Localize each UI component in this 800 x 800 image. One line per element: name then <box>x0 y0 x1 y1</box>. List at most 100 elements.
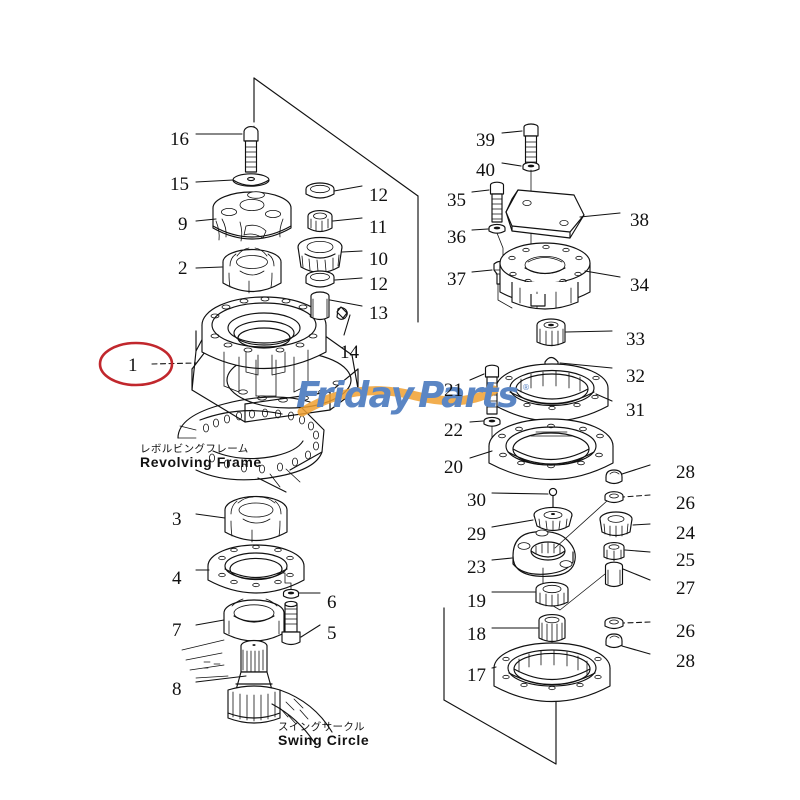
callout-number-9: 9 <box>178 214 188 235</box>
callout-number-25: 25 <box>676 550 695 571</box>
callout-number-37: 37 <box>447 269 466 290</box>
leader-12-upper <box>333 185 363 192</box>
part-1-swing-machinery-housing <box>191 296 359 423</box>
leader-17 <box>491 666 497 669</box>
part-2-bearing-cage <box>222 247 282 294</box>
leader-37 <box>471 269 493 273</box>
part-21-bolt-long <box>484 364 500 415</box>
callout-number-16: 16 <box>170 129 189 150</box>
group-label-swing-circle: スイングサークル Swing Circle <box>278 721 370 749</box>
part-15-cover-cap <box>232 173 270 187</box>
callout-number-10: 10 <box>369 249 388 270</box>
part-16-bolt <box>243 126 259 173</box>
callout-number-36: 36 <box>447 227 466 248</box>
leader-15 <box>195 179 234 183</box>
bracket-bottom-right <box>443 607 557 765</box>
callout-number-39: 39 <box>476 130 495 151</box>
leader-1 <box>151 362 197 365</box>
callout-number-35: 35 <box>447 190 466 211</box>
callout-number-26: 26 <box>676 621 695 642</box>
callout-number-29: 29 <box>467 524 486 545</box>
part-18-needle-bearing <box>538 614 566 643</box>
leader-5 <box>300 624 321 638</box>
leader-23-to-24 <box>554 499 609 549</box>
callout-number-3: 3 <box>172 509 182 530</box>
callout-number-27: 27 <box>676 578 695 599</box>
leader-36 <box>471 228 489 231</box>
leader-27 <box>622 568 651 581</box>
part-31-ring-gear-upper <box>495 363 609 422</box>
callout-number-30: 30 <box>467 490 486 511</box>
callout-number-5: 5 <box>327 623 337 644</box>
part-22-washer <box>483 416 501 427</box>
callout-number-6: 6 <box>327 592 337 613</box>
callout-number-19: 19 <box>467 591 486 612</box>
leader-24 <box>632 523 651 526</box>
leader-23 <box>491 557 513 561</box>
part-36-washer <box>488 223 506 234</box>
part-34-motor-case <box>499 242 591 310</box>
leader-40 <box>501 162 522 167</box>
part-13-spacer-sleeve <box>310 291 330 321</box>
part-14-pin <box>336 306 348 320</box>
callout-number-11: 11 <box>369 217 388 238</box>
callout-number-34: 34 <box>630 275 649 296</box>
swing-circle-hatching <box>181 639 333 743</box>
callout-number-15: 15 <box>170 174 189 195</box>
callout-number-40: 40 <box>476 160 495 181</box>
leader-3 <box>195 513 226 519</box>
part-17-ring-gear-lower <box>493 642 611 703</box>
callout-number-18: 18 <box>467 624 486 645</box>
leader-6-to-4 <box>277 572 292 590</box>
leader-38 <box>579 212 621 218</box>
part-6-washer <box>282 588 300 599</box>
leader-2 <box>195 266 223 269</box>
leader-34 <box>584 270 621 278</box>
leader-39 <box>501 130 523 134</box>
leader-29 <box>491 519 534 528</box>
callout-number-17: 17 <box>467 665 486 686</box>
part-29-sun-gear <box>533 506 573 532</box>
callout-number-2: 2 <box>178 258 188 279</box>
leader-26-upper <box>622 494 651 498</box>
leader-35 <box>471 189 490 193</box>
callout-number-13: 13 <box>369 303 388 324</box>
revolving-frame-jp-text: レボルビングフレーム <box>140 443 249 455</box>
part-28-snap-ring-upper <box>605 469 623 485</box>
leader-22 <box>469 420 484 423</box>
part-12-shim-ring-lower <box>305 270 335 288</box>
part-39-bolt <box>523 123 539 167</box>
callout-number-8: 8 <box>172 679 182 700</box>
callout-number-28: 28 <box>676 651 695 672</box>
callout-number-24: 24 <box>676 523 695 544</box>
callout-number-20: 20 <box>444 457 463 478</box>
leader-31 <box>595 393 613 402</box>
leader-21 <box>469 373 485 381</box>
leader-13 <box>329 299 363 307</box>
part-11-bearing-inner-race <box>307 210 333 233</box>
part-7-collar-ring <box>223 598 285 642</box>
part-38-cover-plate <box>505 189 585 239</box>
part-5-bolt <box>281 600 301 646</box>
part-9-carrier-plate <box>212 191 292 242</box>
part-25-spacer <box>603 542 625 562</box>
part-4-flanged-ring-plate <box>207 544 305 594</box>
part-10-tapered-roller-bearing <box>297 236 343 274</box>
part-3-roller-bearing-upper <box>224 495 288 543</box>
callout-number-21: 21 <box>444 380 463 401</box>
leader-10 <box>341 250 363 253</box>
callout-number-33: 33 <box>626 329 645 350</box>
callout-number-12: 12 <box>369 274 388 295</box>
part-12-shim-ring-upper <box>305 182 335 199</box>
swing-circle-en-text: Swing Circle <box>278 732 370 749</box>
callout-number-28: 28 <box>676 462 695 483</box>
callout-number-14: 14 <box>340 342 359 363</box>
callout-number-32: 32 <box>626 366 645 387</box>
part-33-coupling-nut <box>536 318 566 347</box>
part-26-thrust-washer-upper <box>604 491 624 504</box>
callout-number-23: 23 <box>467 557 486 578</box>
highlight-ellipse-item-1 <box>98 341 174 387</box>
leader-30 <box>491 492 549 495</box>
leader-20 <box>469 450 493 459</box>
